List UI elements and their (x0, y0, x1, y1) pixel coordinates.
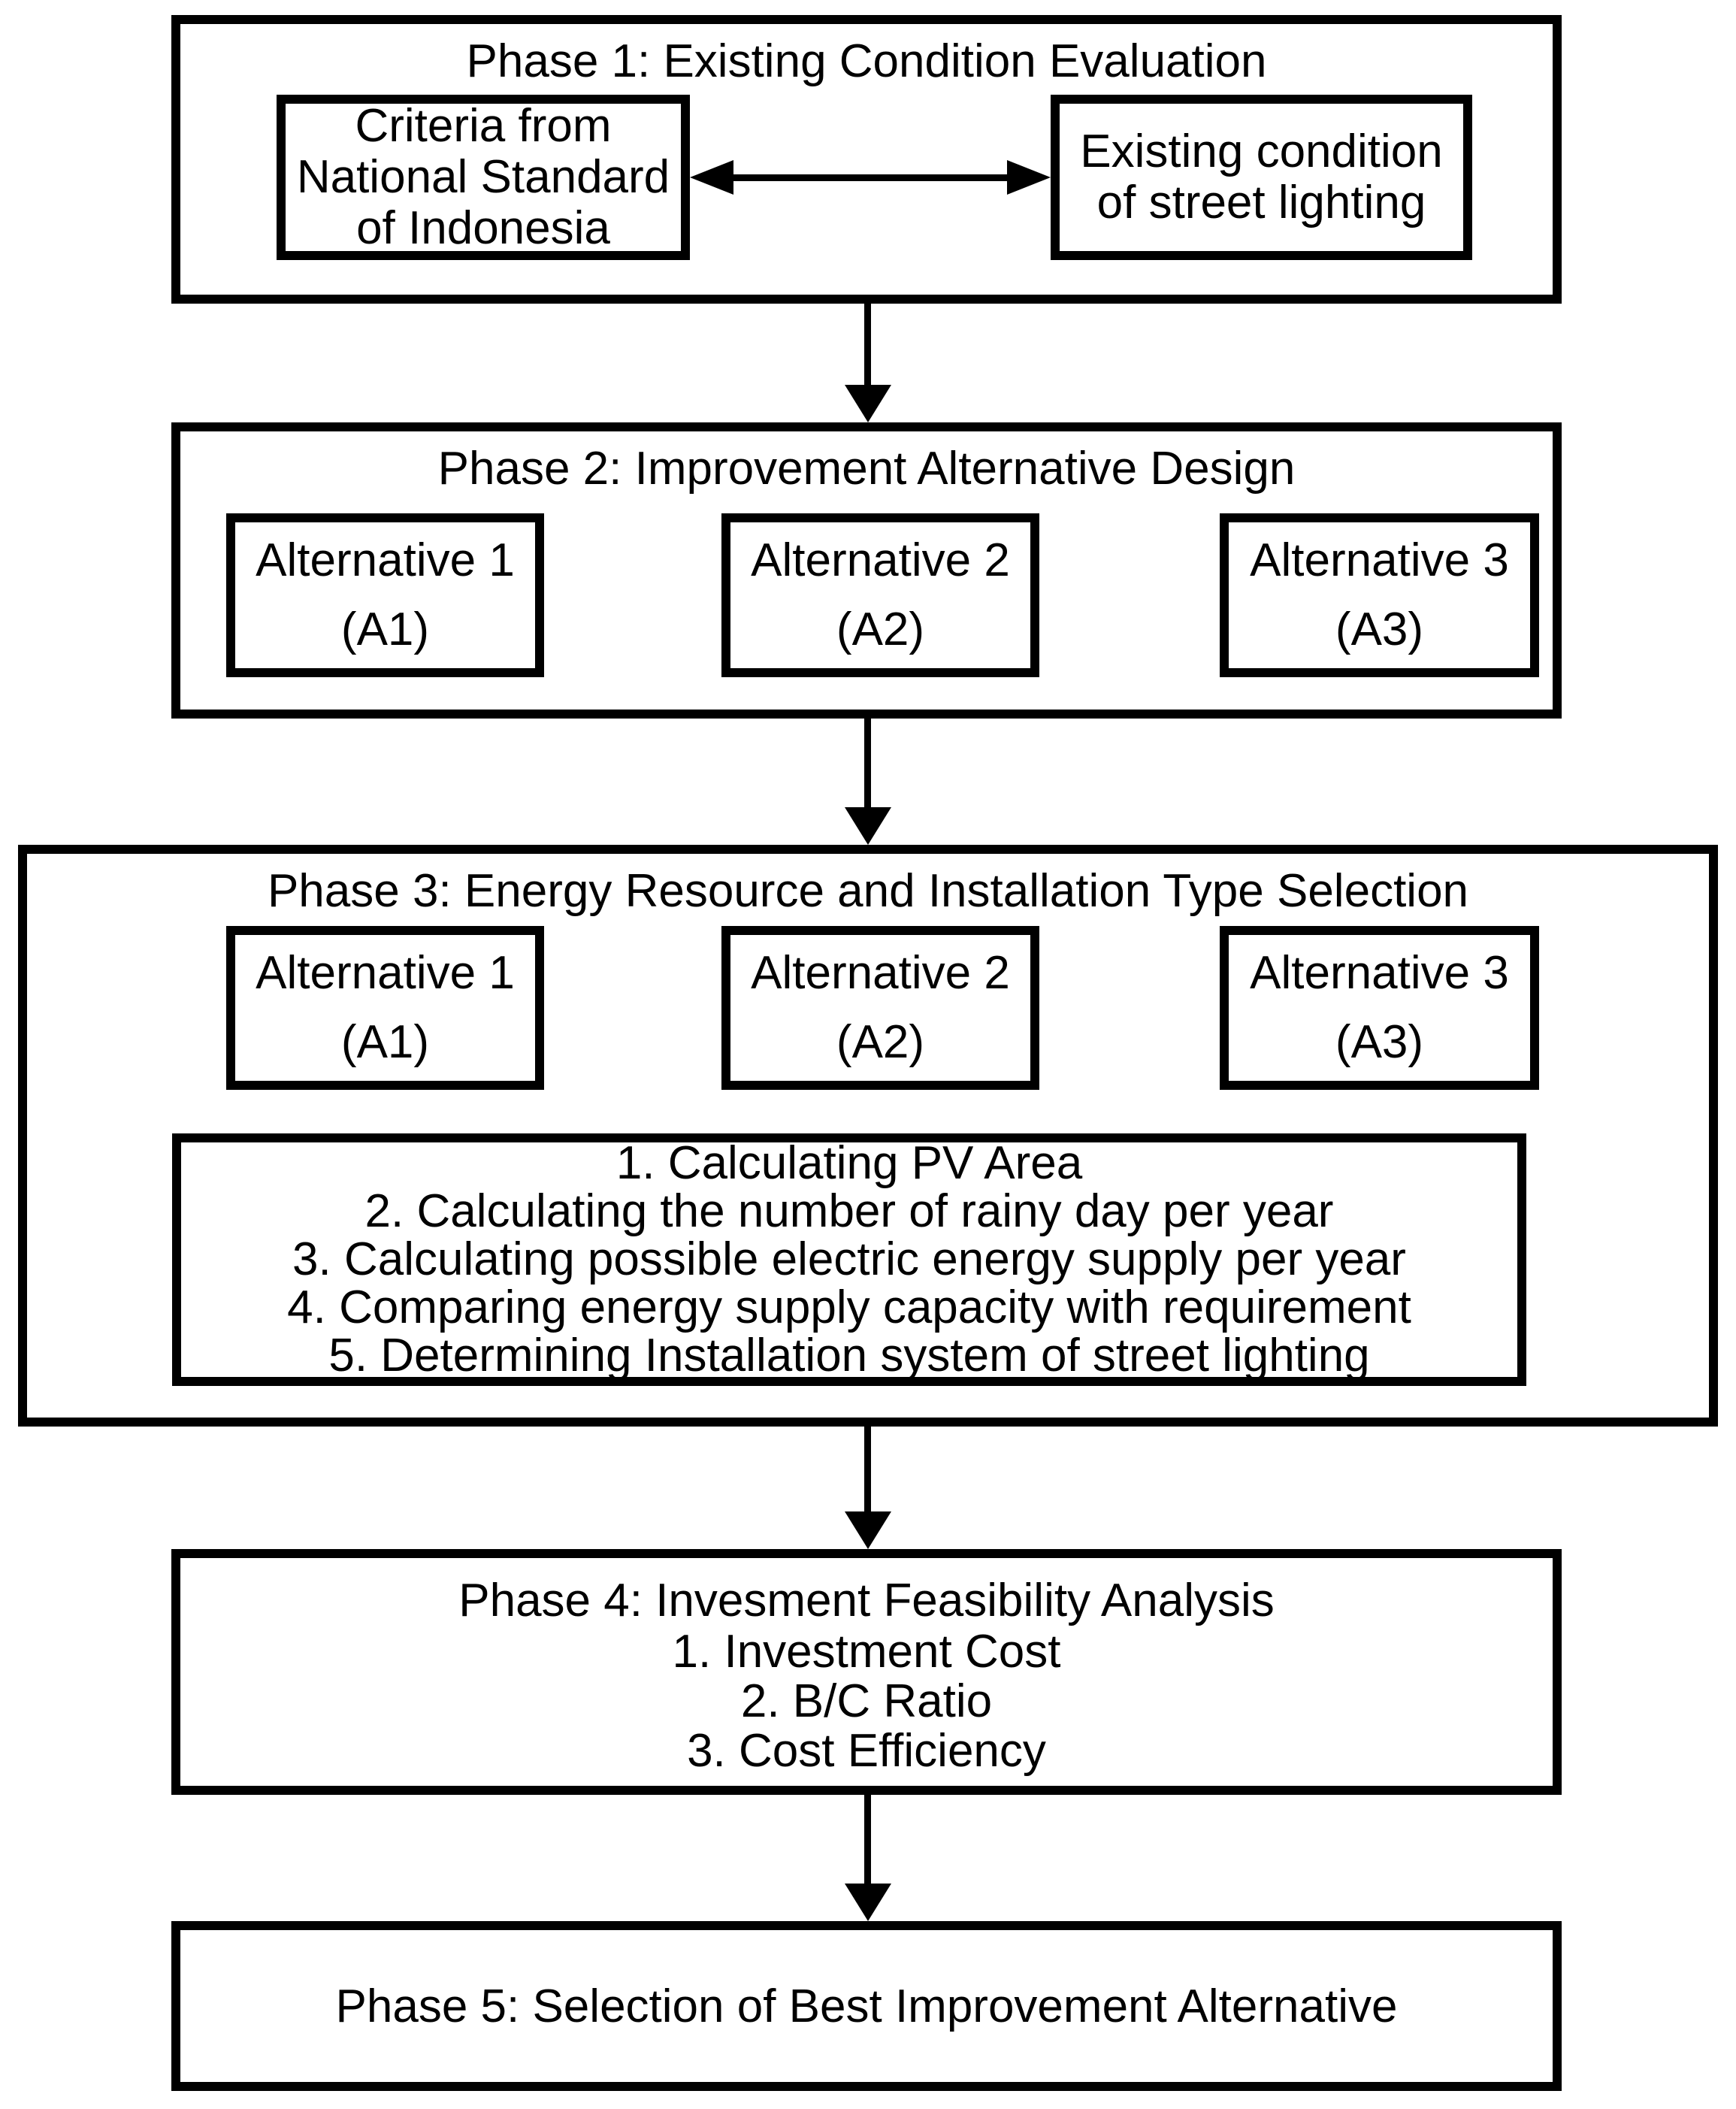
phase1-existing-line-2: of street lighting (1096, 177, 1426, 228)
arrow-down-phase1-to-phase2 (845, 304, 891, 422)
phase3-container: Phase 3: Energy Resource and Installatio… (18, 845, 1718, 1427)
arrow-down-head-icon (845, 385, 891, 422)
phase1-existing-line-1: Existing condition (1080, 126, 1443, 177)
phase2-alternative-1-box: Alternative 1 (A1) (226, 513, 544, 677)
alternative-code: (A1) (340, 1016, 430, 1068)
arrow-shaft (864, 304, 871, 386)
phase3-title: Phase 3: Energy Resource and Installatio… (267, 865, 1469, 917)
phase3-step-3: 3. Calculating possible electric energy … (292, 1233, 1406, 1285)
phase4-title: Phase 4: Invesment Feasibility Analysis (458, 1575, 1275, 1626)
phase3-step-2: 2. Calculating the number of rainy day p… (364, 1185, 1334, 1237)
arrow-down-phase2-to-phase3 (845, 719, 891, 845)
phase3-step-4: 4. Comparing energy supply capacity with… (287, 1281, 1411, 1333)
phase2-container: Phase 2: Improvement Alternative Design … (171, 422, 1562, 719)
alternative-name: Alternative 3 (1250, 534, 1509, 586)
alternative-code: (A2) (836, 1016, 925, 1068)
arrow-down-head-icon (845, 1884, 891, 1921)
alternative-name: Alternative 1 (256, 947, 515, 999)
alternative-name: Alternative 3 (1250, 947, 1509, 999)
alternative-name: Alternative 2 (751, 947, 1010, 999)
phase3-alternative-2-box: Alternative 2 (A2) (721, 926, 1039, 1090)
alternative-name: Alternative 2 (751, 534, 1010, 586)
phase4-container: Phase 4: Invesment Feasibility Analysis … (171, 1549, 1562, 1795)
phase3-step-5: 5. Determining Installation system of st… (328, 1330, 1370, 1381)
phase1-title: Phase 1: Existing Condition Evaluation (466, 35, 1267, 87)
arrow-down-head-icon (845, 1511, 891, 1549)
phase3-alternative-3-box: Alternative 3 (A3) (1220, 926, 1539, 1090)
arrow-right-head-icon (1007, 160, 1051, 195)
phase3-step-1: 1. Calculating PV Area (615, 1137, 1083, 1189)
alternative-code: (A2) (836, 604, 925, 655)
phase2-alternative-2-box: Alternative 2 (A2) (721, 513, 1039, 677)
double-headed-arrow (690, 160, 1051, 195)
phase4-item-1: 1. Investment Cost (672, 1626, 1061, 1678)
alternative-code: (A3) (1335, 1016, 1424, 1068)
phase4-item-2: 2. B/C Ratio (740, 1675, 993, 1727)
arrow-down-head-icon (845, 807, 891, 845)
alternative-code: (A1) (340, 604, 430, 655)
phase1-criteria-line-3: of Indonesia (356, 202, 610, 254)
phase5-title: Phase 5: Selection of Best Improvement A… (335, 1980, 1398, 2032)
phase1-existing-condition-box: Existing condition of street lighting (1051, 95, 1472, 260)
arrow-down-phase4-to-phase5 (845, 1795, 891, 1921)
arrow-shaft (864, 1795, 871, 1885)
phase1-criteria-box: Criteria from National Standard of Indon… (277, 95, 690, 260)
phase2-alternative-3-box: Alternative 3 (A3) (1220, 513, 1539, 677)
phase1-container: Phase 1: Existing Condition Evaluation C… (171, 15, 1562, 304)
arrow-shaft (864, 719, 871, 809)
alternative-code: (A3) (1335, 604, 1424, 655)
alternative-name: Alternative 1 (256, 534, 515, 586)
phase5-container: Phase 5: Selection of Best Improvement A… (171, 1921, 1562, 2091)
phase2-title: Phase 2: Improvement Alternative Design (437, 443, 1296, 495)
phase3-alternative-1-box: Alternative 1 (A1) (226, 926, 544, 1090)
phase4-item-3: 3. Cost Efficiency (687, 1725, 1046, 1777)
arrow-shaft (864, 1427, 871, 1513)
arrow-down-phase3-to-phase4 (845, 1427, 891, 1549)
phase1-criteria-line-2: National Standard (296, 151, 670, 203)
phase1-criteria-line-1: Criteria from (355, 100, 612, 152)
phase3-steps-box: 1. Calculating PV Area 2. Calculating th… (172, 1133, 1526, 1386)
arrow-shaft (723, 174, 1018, 181)
